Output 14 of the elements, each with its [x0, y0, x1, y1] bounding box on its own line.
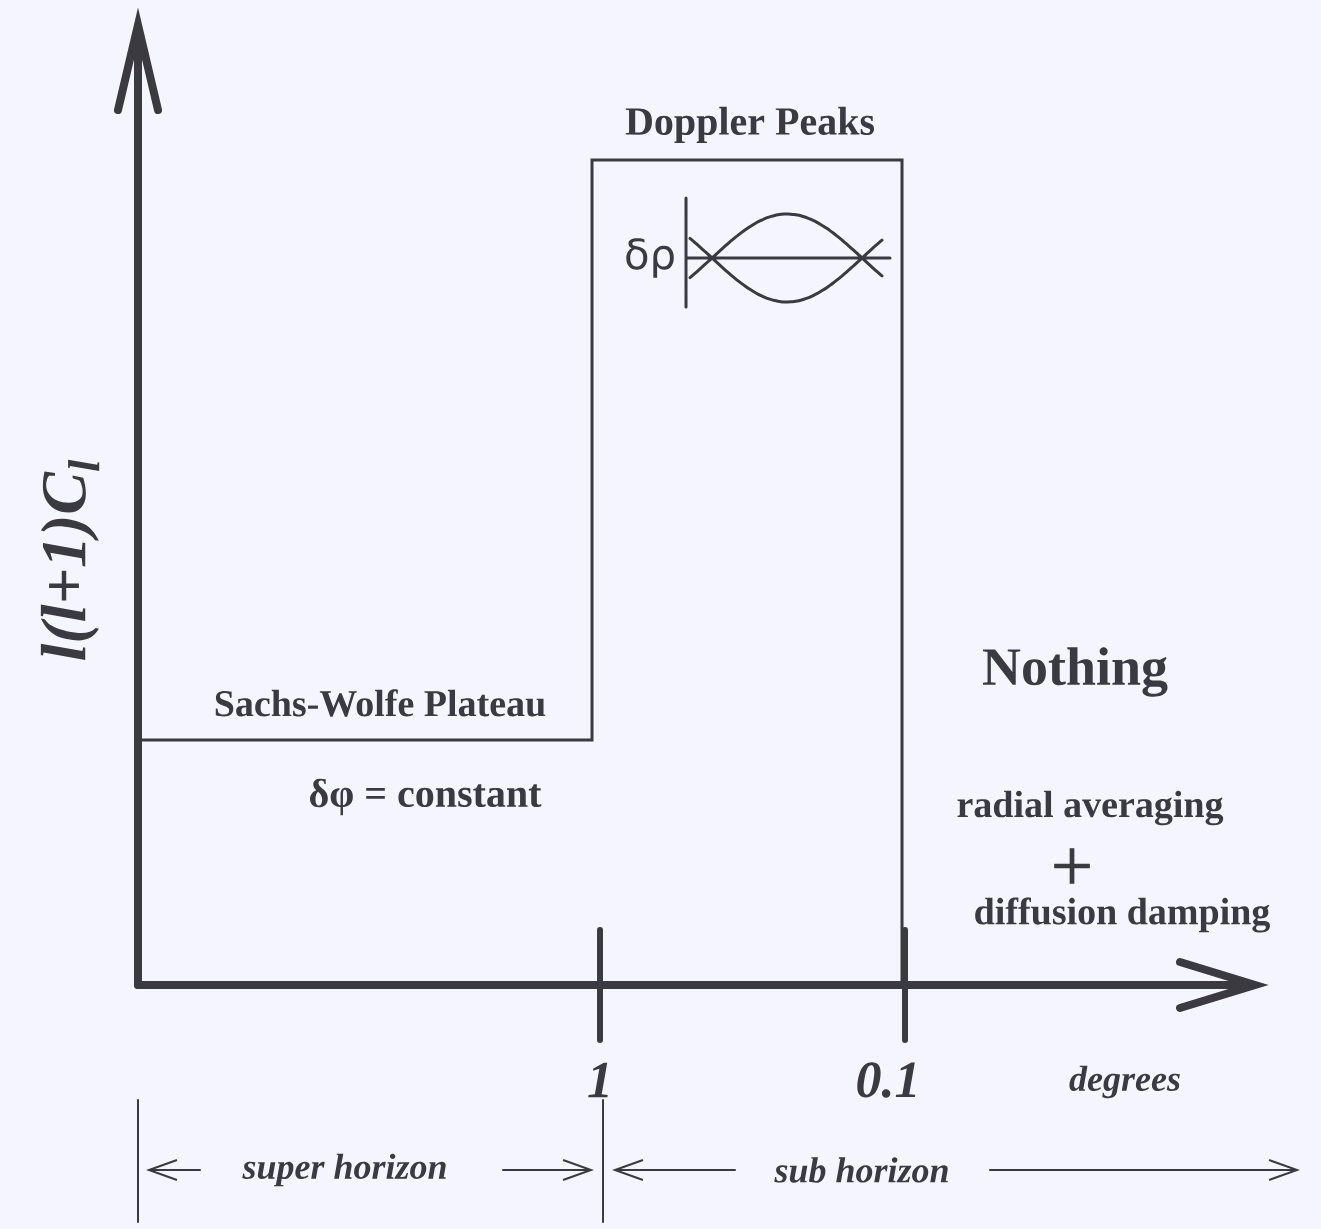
axis-label: l(l+1)C$_{l}$: [40, 459, 100, 660]
tick-label: 0.1: [857, 1062, 916, 1098]
perturbation-label: δρ: [626, 238, 674, 278]
region-note: radial averaging: [957, 790, 1224, 826]
peak-label: Doppler Peaks: [625, 106, 875, 144]
range-label: sub horizon: [774, 1157, 948, 1183]
region-label: Nothing: [983, 647, 1168, 697]
equation-label: δφ = constant: [310, 778, 542, 816]
plateau-label: Sachs-Wolfe Plateau: [215, 689, 546, 717]
tick-label: 1: [588, 1062, 608, 1098]
plus-sign: +: [1054, 848, 1090, 884]
unit-label: degrees: [1069, 1065, 1180, 1099]
region-note: diffusion damping: [975, 897, 1270, 933]
range-label: super horizon: [242, 1153, 446, 1187]
